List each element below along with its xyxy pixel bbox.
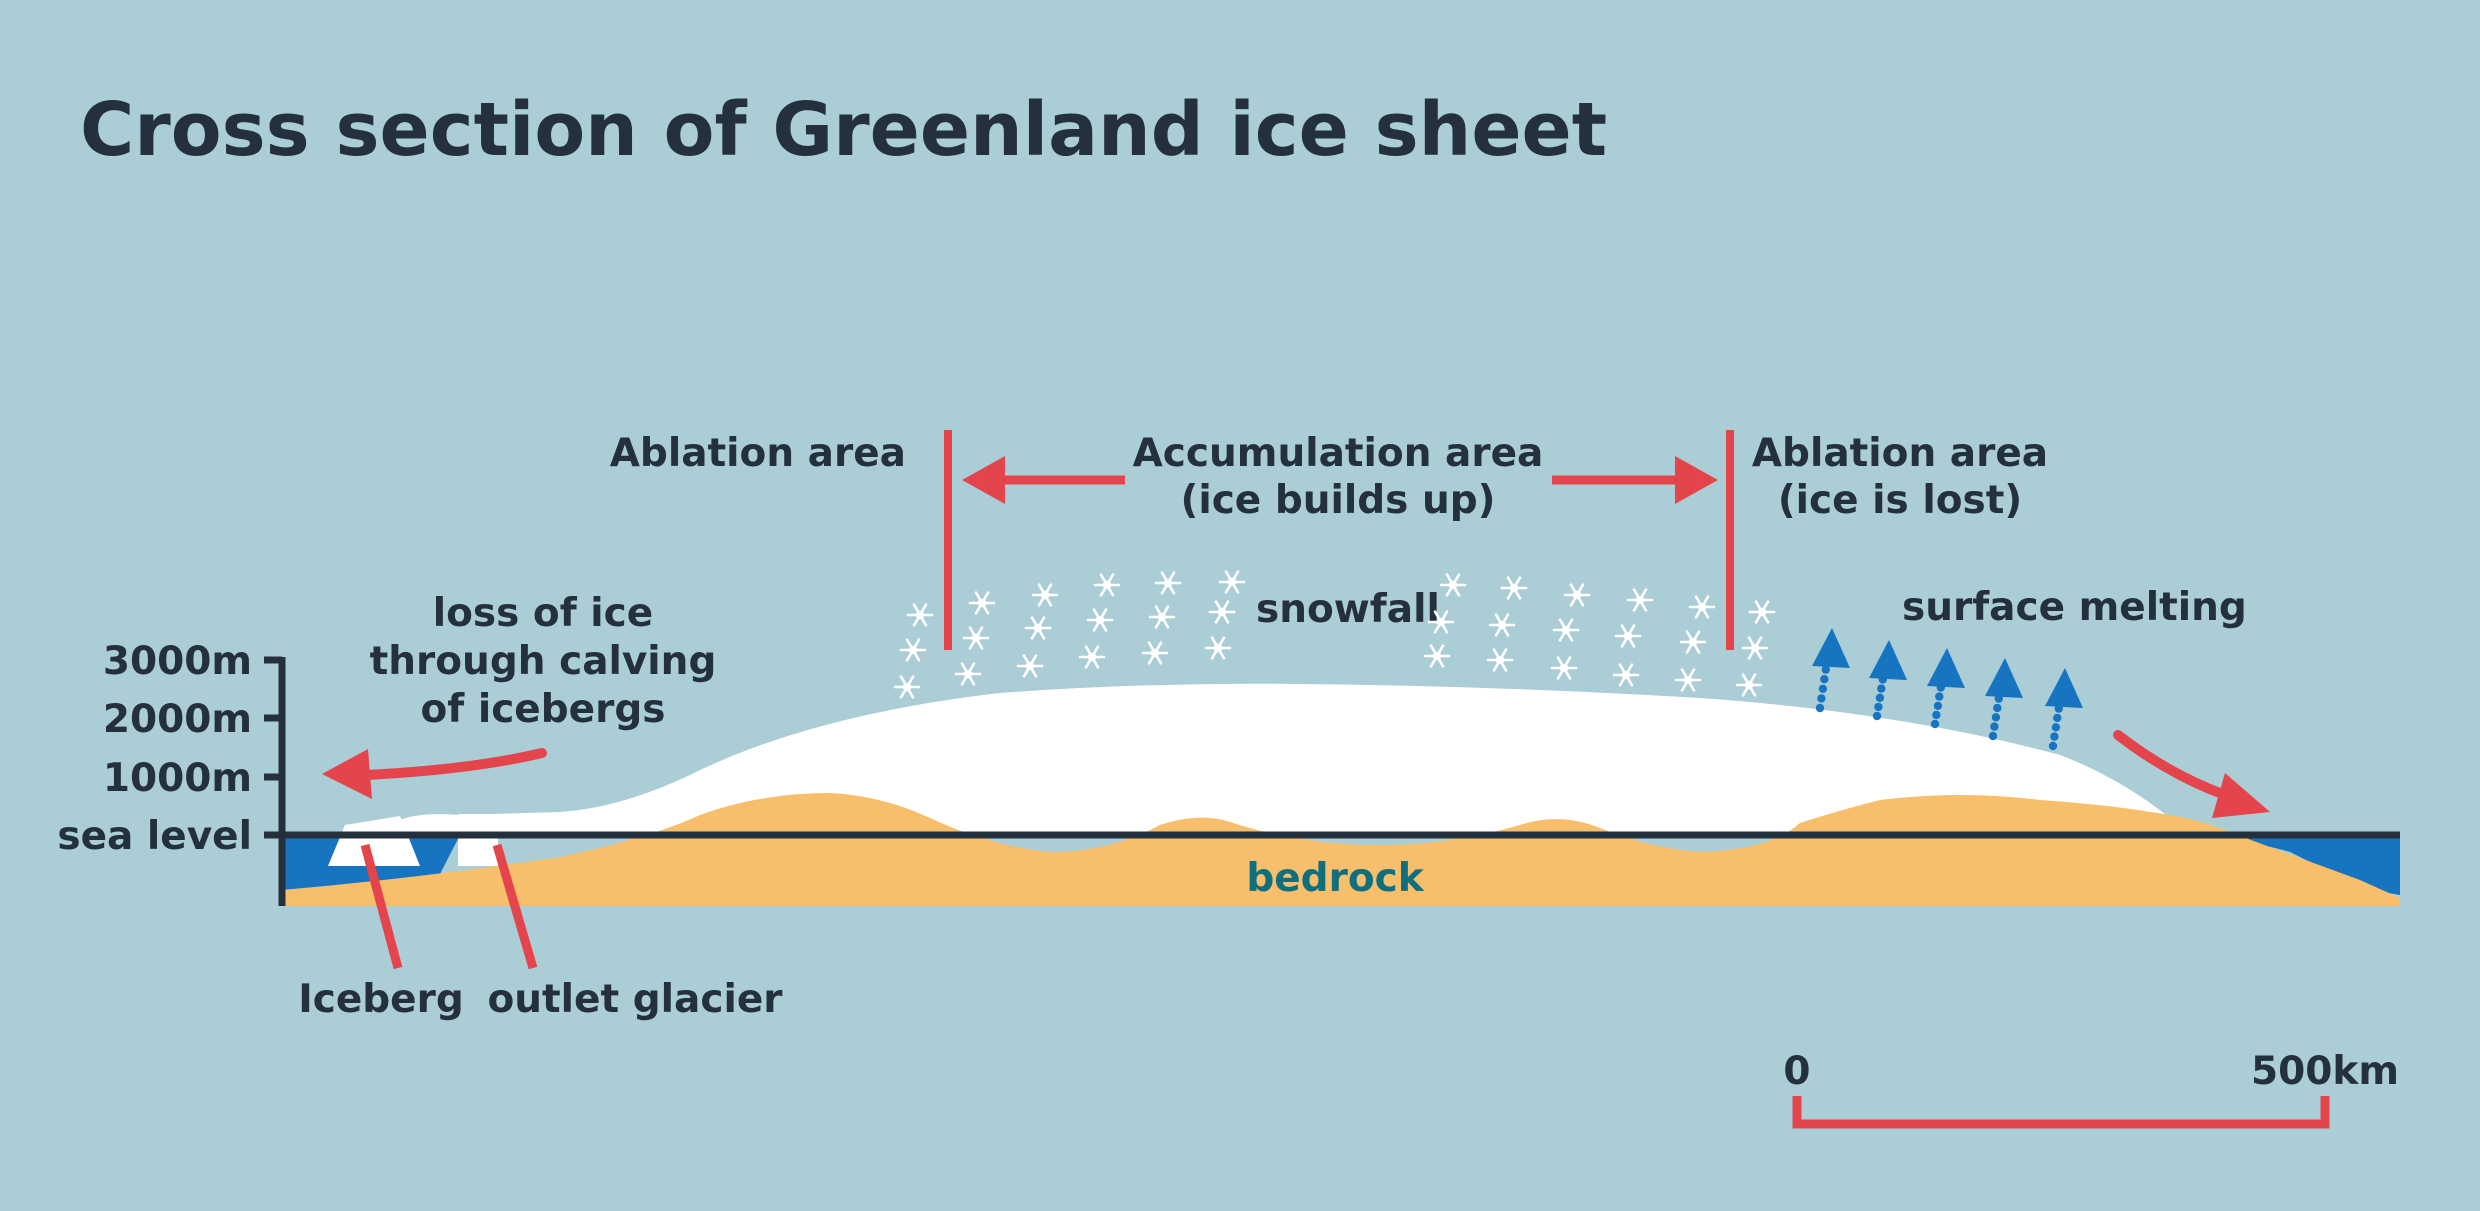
ablation-area-right-label: Ablation area (1752, 431, 2048, 476)
snowflake-icon (901, 640, 925, 661)
melt-arrow-icon (1985, 658, 2023, 740)
surface-melting-label: surface melting (1902, 585, 2247, 630)
snowflake-icon (1220, 572, 1244, 593)
tick-label-2000m: 2000m (103, 697, 252, 742)
tick-label-3000m: 3000m (103, 639, 252, 684)
snowflake-icon (1616, 626, 1640, 647)
snowflake-icon (1743, 638, 1767, 659)
snowflake-icon (964, 628, 988, 649)
melt-arrow-icon (1812, 628, 1850, 712)
snowflake-icon (1033, 585, 1057, 606)
snowflake-icon (1565, 585, 1589, 606)
melt-arrow-icon (2045, 668, 2083, 750)
snowflake-icon (1614, 665, 1638, 686)
red-arrow-icon (1675, 456, 1718, 504)
snowflake-icon (1026, 618, 1050, 639)
snowflake-icon (1441, 575, 1465, 596)
snowflake-icon (1156, 573, 1180, 594)
melt-arrow-icon (1869, 640, 1907, 720)
snowfall-label: snowfall (1256, 587, 1440, 632)
bedrock-label: bedrock (1246, 856, 1424, 901)
snowflake-icon (908, 605, 932, 626)
snowflake-icon (1750, 602, 1774, 623)
snowflake-icon (1737, 675, 1761, 696)
accumulation-area-label: Accumulation area (1133, 431, 1544, 476)
scale-start-label: 0 (1783, 1049, 1810, 1094)
red-arrow-icon (2212, 773, 2270, 818)
ablation-area-left-label: Ablation area (610, 431, 906, 476)
snowflake-icon (1210, 602, 1234, 623)
ablation-area-right-sublabel: (ice is lost) (1778, 478, 2022, 523)
snowflake-icon (1150, 607, 1174, 628)
snowflake-icon (1681, 632, 1705, 653)
snowflake-icon (1690, 597, 1714, 618)
iceberg-label: Iceberg (298, 977, 464, 1022)
tick-label-1000m: 1000m (103, 756, 252, 801)
red-arrow-icon (322, 749, 372, 799)
snowflake-icon (956, 664, 980, 685)
tick-label-sea-level: sea level (57, 814, 252, 859)
calving-label-line1: loss of ice (433, 591, 653, 636)
snowflake-icon (1502, 578, 1526, 599)
snowflake-icon (1490, 615, 1514, 636)
snowflake-icon (1425, 646, 1449, 667)
snowflake-icon (970, 593, 994, 614)
snowflake-icon (1554, 620, 1578, 641)
calving-label-line2: through calving (370, 639, 717, 684)
outlet-glacier-label: outlet glacier (487, 977, 783, 1022)
snowflake-icon (1552, 658, 1576, 679)
melt-arrow-icon (1927, 648, 1965, 728)
page-title: Cross section of Greenland ice sheet (80, 87, 1607, 173)
calving-label-line3: of icebergs (420, 687, 665, 732)
calving-arrow (322, 749, 542, 799)
snowflake-icon (895, 677, 919, 698)
snowflake-icon (1088, 610, 1112, 631)
snowflake-icon (1095, 575, 1119, 596)
outlet-glacier-shape (458, 814, 498, 866)
height-axis (264, 657, 282, 906)
snowflake-icon (1080, 647, 1104, 668)
snowflake-icon (1018, 656, 1042, 677)
scale-end-label: 500km (2251, 1049, 2399, 1094)
red-arrow-icon (962, 456, 1005, 504)
snowflake-icon (1628, 590, 1652, 611)
accumulation-area-sublabel: (ice builds up) (1181, 478, 1496, 523)
scale-bar (1797, 1096, 2325, 1124)
snowflake-icon (1488, 650, 1512, 671)
snowflake-icon (1206, 638, 1230, 659)
accumulation-arrow-left (962, 456, 1125, 504)
snowflake-icon (1143, 643, 1167, 664)
snowflake-icon (1676, 670, 1700, 691)
accumulation-arrow-right (1552, 456, 1718, 504)
